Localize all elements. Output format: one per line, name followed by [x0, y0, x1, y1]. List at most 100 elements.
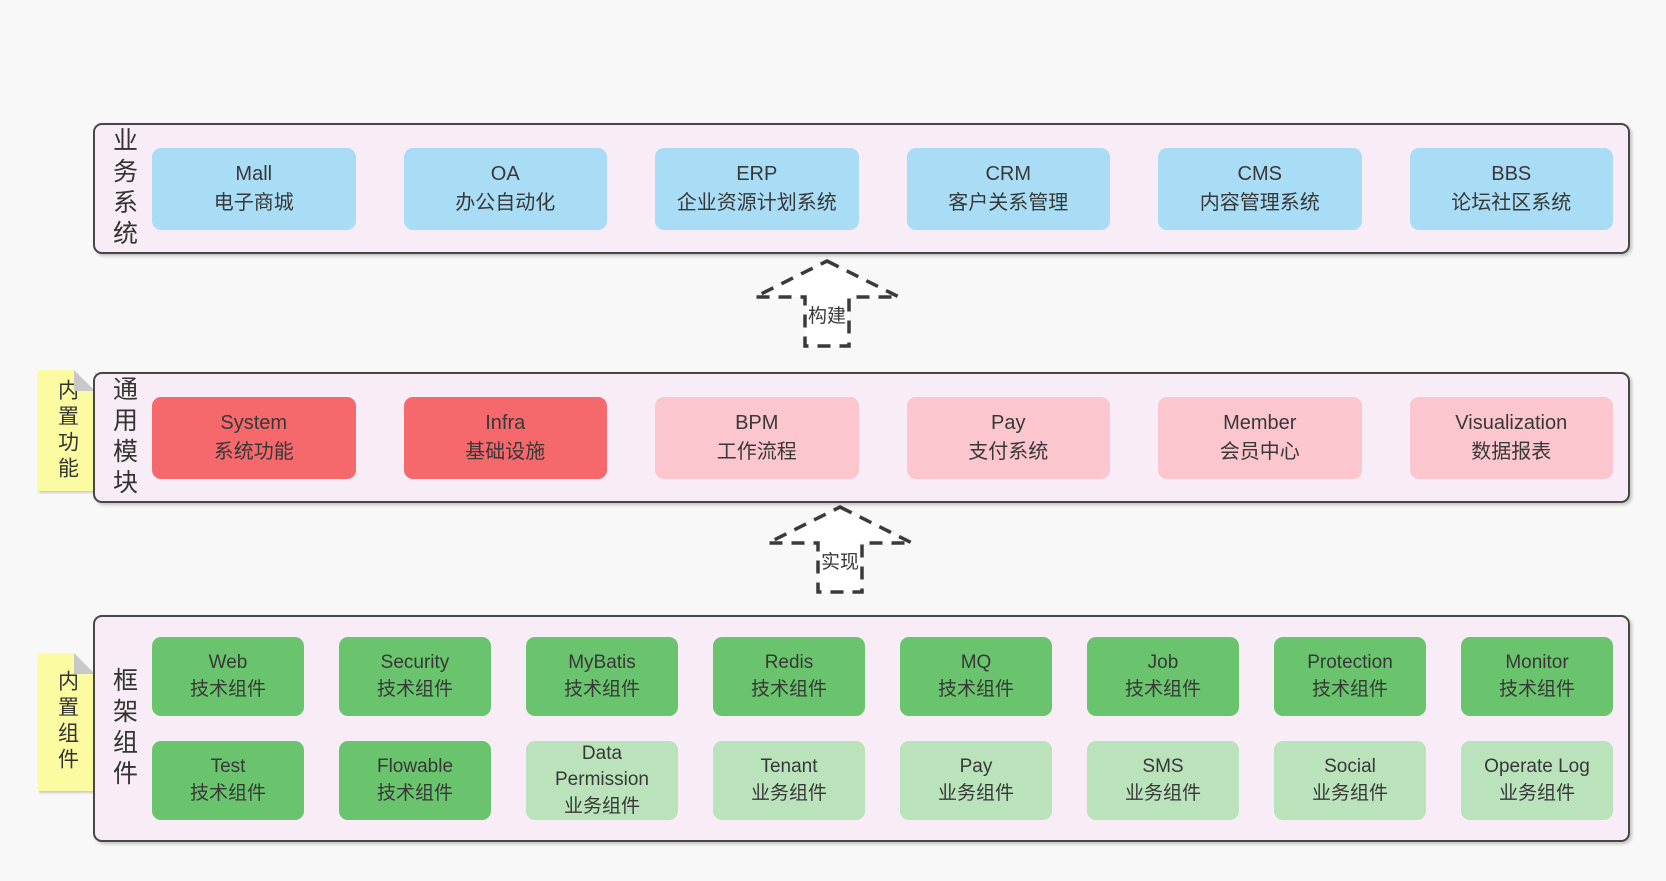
box-data-permission: Data Permission 业务组件 — [526, 741, 678, 820]
box-title: System — [220, 412, 288, 435]
band-row: Mall 电子商城 OA 办公自动化 ERP 企业资源计划系统 CRM 客户关系管理 CMS 内容… — [152, 147, 1613, 230]
box-subtitle: 业务组件 — [563, 795, 640, 817]
box-subtitle: 技术组件 — [376, 678, 453, 700]
box-crm: CRM 客户关系管理 — [906, 147, 1110, 230]
box-system: System 系统功能 — [152, 396, 356, 479]
box-operate-log: Operate Log 业务组件 — [1461, 741, 1613, 820]
box-subtitle: 系统功能 — [213, 440, 294, 463]
box-subtitle: 技术组件 — [1124, 678, 1201, 700]
box-visualization: Visualization 数据报表 — [1409, 396, 1613, 479]
box-job: Job 技术组件 — [1087, 637, 1239, 716]
box-subtitle: 技术组件 — [750, 678, 827, 700]
box-title: BBS — [1491, 163, 1532, 186]
band-business-systems-label: 业务系统 — [109, 126, 138, 251]
box-title: Visualization — [1455, 412, 1568, 435]
box-mall: Mall 电子商城 — [152, 147, 356, 230]
box-oa: OA 办公自动化 — [403, 147, 607, 230]
box-title: MQ — [960, 652, 992, 674]
box-subtitle: 支付系统 — [968, 440, 1049, 463]
box-subtitle: 业务组件 — [750, 782, 827, 804]
box-subtitle: 技术组件 — [189, 678, 266, 700]
box-subtitle: 电子商城 — [213, 191, 294, 214]
box-title: Infra — [485, 412, 526, 435]
box-subtitle: 业务组件 — [1124, 782, 1201, 804]
box-mq: MQ 技术组件 — [900, 637, 1052, 716]
band-common-modules-label: 通用模块 — [109, 375, 138, 500]
box-title: Protection — [1307, 652, 1393, 674]
box-web: Web 技术组件 — [152, 637, 304, 716]
build-arrow-icon: 构建 — [752, 257, 902, 350]
box-subtitle: 会员中心 — [1219, 440, 1300, 463]
note-fold-corner-icon — [74, 653, 95, 674]
box-pay: Pay 支付系统 — [906, 396, 1110, 479]
box-subtitle: 办公自动化 — [455, 191, 556, 214]
box-security: Security 技术组件 — [339, 637, 491, 716]
box-title: Web — [208, 652, 248, 674]
box-title: Social — [1324, 756, 1376, 778]
box-redis: Redis 技术组件 — [713, 637, 865, 716]
band-business-systems-boxes: Mall 电子商城 OA 办公自动化 ERP 企业资源计划系统 CRM 客户关系管理 CMS 内容… — [152, 125, 1628, 252]
box-subtitle: 内容管理系统 — [1199, 191, 1320, 214]
box-title: MyBatis — [568, 652, 636, 674]
box-sms: SMS 业务组件 — [1087, 741, 1239, 820]
box-title: Flowable — [376, 756, 454, 778]
box-erp: ERP 企业资源计划系统 — [655, 147, 859, 230]
box-subtitle: 技术组件 — [937, 678, 1014, 700]
box-title: OA — [490, 163, 520, 186]
box-subtitle: 业务组件 — [1311, 782, 1388, 804]
box-subtitle: 论坛社区系统 — [1451, 191, 1572, 214]
box-title: Mall — [235, 163, 273, 186]
box-social: Social 业务组件 — [1274, 741, 1426, 820]
box-title: CMS — [1237, 163, 1282, 186]
box-title: Pay — [991, 412, 1026, 435]
box-title: CRM — [985, 163, 1032, 186]
box-title: Monitor — [1505, 652, 1569, 674]
box-member: Member 会员中心 — [1158, 396, 1362, 479]
box-subtitle: 技术组件 — [1498, 678, 1575, 700]
box-subtitle: 技术组件 — [563, 678, 640, 700]
implement-arrow-icon: 实现 — [765, 503, 915, 596]
box-subtitle: 工作流程 — [716, 440, 797, 463]
box-title: Operate Log — [1484, 756, 1590, 778]
box-title: ERP — [736, 163, 778, 186]
box-bbs: BBS 论坛社区系统 — [1409, 147, 1613, 230]
box-cms: CMS 内容管理系统 — [1158, 147, 1362, 230]
box-title: Member — [1223, 412, 1297, 435]
box-subtitle: 企业资源计划系统 — [676, 191, 837, 214]
box-subtitle: 业务组件 — [1498, 782, 1575, 804]
box-subtitle: 客户关系管理 — [948, 191, 1069, 214]
box-title: Security — [380, 652, 450, 674]
note-fold-corner-icon — [74, 370, 95, 391]
builtin-components-note-label: 内置组件 — [55, 670, 79, 774]
box-title: Redis — [764, 652, 814, 674]
box-subtitle: 数据报表 — [1471, 440, 1552, 463]
builtin-functions-note: 内置功能 — [38, 370, 95, 491]
band-framework-components-label: 框架组件 — [109, 666, 138, 791]
implement-arrow-label: 实现 — [819, 547, 861, 574]
box-subtitle: 基础设施 — [465, 440, 546, 463]
box-flowable: Flowable 技术组件 — [339, 741, 491, 820]
box-subtitle: 技术组件 — [376, 782, 453, 804]
box-title: Pay — [959, 756, 993, 778]
builtin-functions-note-label: 内置功能 — [55, 378, 79, 483]
box-mybatis: MyBatis 技术组件 — [526, 637, 678, 716]
box-title: Data Permission — [555, 743, 649, 791]
builtin-components-note: 内置组件 — [38, 653, 95, 791]
box-infra: Infra 基础设施 — [403, 396, 607, 479]
box-title: Job — [1147, 652, 1179, 674]
box-title: SMS — [1142, 756, 1184, 778]
band-business-systems: 业务系统 Mall 电子商城 OA 办公自动化 ERP 企业资源计划系统 CRM 客户关系管理… — [93, 123, 1630, 254]
